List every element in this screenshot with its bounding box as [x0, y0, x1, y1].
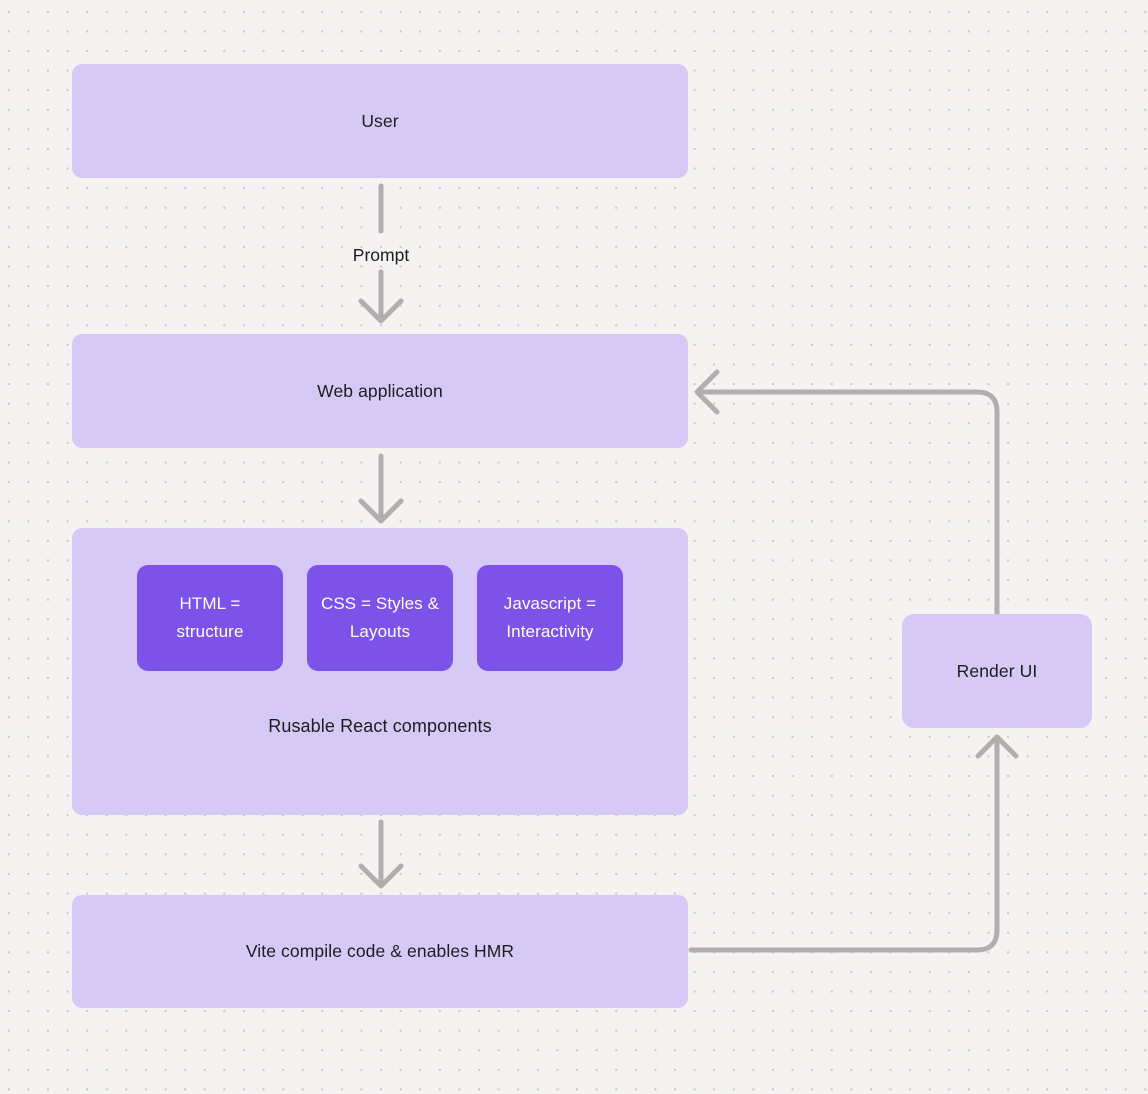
node-user-label: User [361, 110, 399, 131]
node-vite: Vite compile code & enables HMR [72, 895, 688, 1008]
edge-label-prompt: Prompt [352, 245, 410, 265]
arrowhead-down-icon [358, 498, 404, 524]
chip-html: HTML = structure [137, 565, 283, 671]
node-render-ui: Render UI [902, 614, 1092, 728]
arrowhead-down-icon [358, 298, 404, 324]
chip-css: CSS = Styles & Layouts [307, 565, 453, 671]
chip-html-label: HTML = structure [176, 594, 244, 641]
components-caption: Rusable React components [268, 716, 492, 736]
node-components-container: HTML = structure CSS = Styles & Layouts … [72, 528, 688, 815]
node-vite-label: Vite compile code & enables HMR [245, 941, 515, 961]
chip-javascript-label: Javascript = Interactivity [503, 594, 597, 641]
node-render-ui-label: Render UI [956, 660, 1038, 681]
node-web-application: Web application [72, 334, 688, 448]
arrowhead-up-icon [975, 734, 1019, 759]
node-user: User [72, 64, 688, 178]
arrowhead-left-icon [694, 369, 720, 415]
node-web-application-label: Web application [317, 380, 443, 401]
chip-javascript: Javascript = Interactivity [477, 565, 623, 671]
chip-css-label: CSS = Styles & Layouts [320, 594, 440, 641]
arrowhead-down-icon [358, 863, 404, 889]
edge-render-web-line [700, 389, 1000, 621]
edge-vite-render-line [688, 739, 1000, 953]
